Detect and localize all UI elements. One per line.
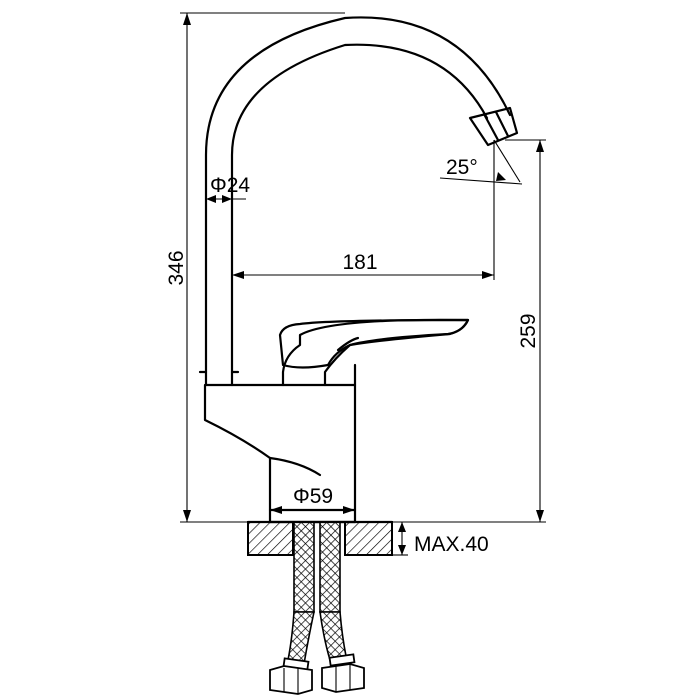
dim-base-diameter: Φ59 xyxy=(270,485,355,514)
lever-handle xyxy=(278,318,470,387)
hose-nut-right xyxy=(321,653,365,693)
hose-nut-left xyxy=(269,657,313,695)
spout-angle-label: 25° xyxy=(446,156,478,179)
dim-spout-reach: 181 xyxy=(232,140,495,280)
supply-hoses xyxy=(269,521,365,695)
dim-max-deck-thickness: MAX.40 xyxy=(392,522,489,556)
spout-diameter-label: Φ24 xyxy=(210,174,250,197)
dim-spout-diameter: Φ24 xyxy=(206,174,250,203)
gooseneck-spout xyxy=(198,16,519,387)
deck-plate xyxy=(246,520,394,556)
body-height-label: 259 xyxy=(517,313,540,348)
dim-body-height: 259 xyxy=(392,139,546,523)
dim-overall-height: 346 xyxy=(165,12,345,523)
overall-height-label: 346 xyxy=(165,250,188,285)
dim-spout-angle: 25° xyxy=(439,139,523,185)
base-diameter-label: Φ59 xyxy=(293,485,333,508)
spout-reach-label: 181 xyxy=(342,251,377,274)
max-deck-thickness-label: MAX.40 xyxy=(414,533,489,556)
